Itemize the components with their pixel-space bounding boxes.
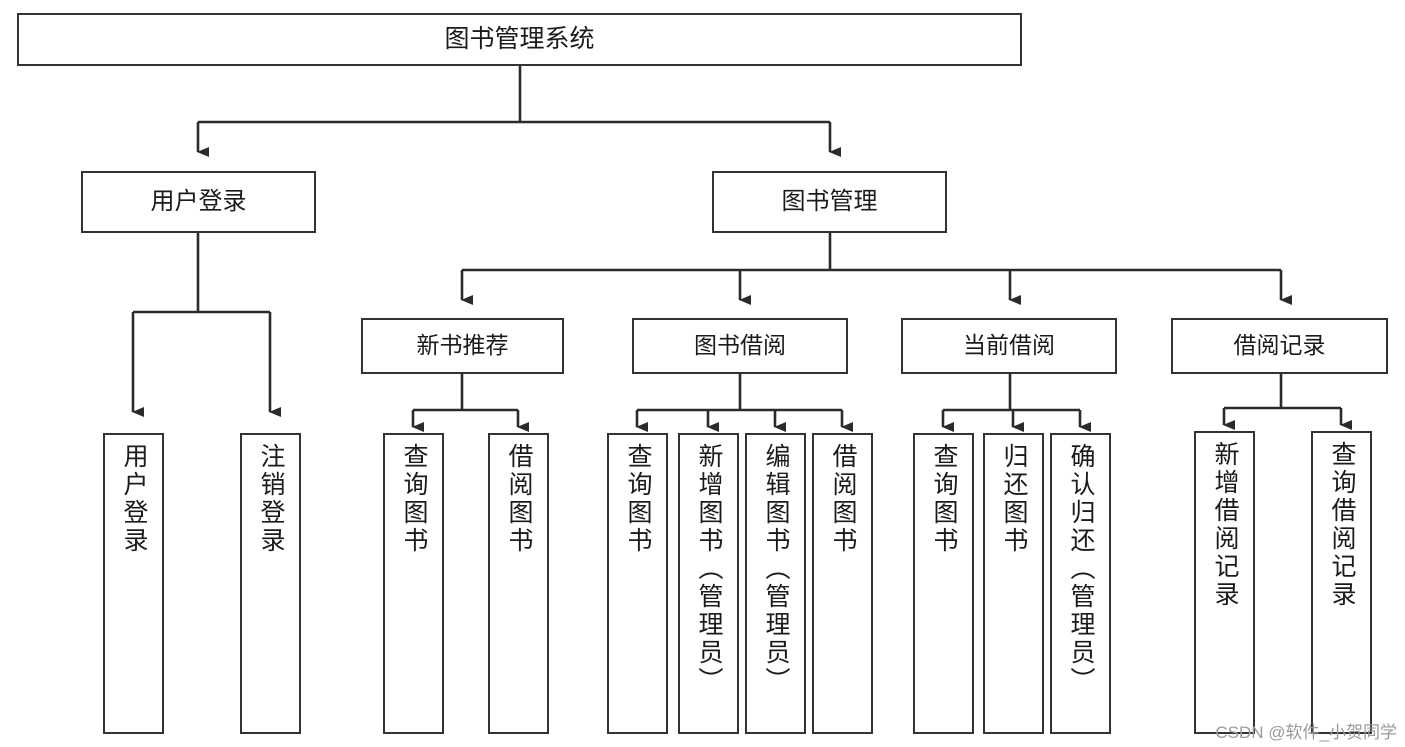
leaf-label: 新增图书（管理员） [695, 443, 723, 695]
leaf-book-borrow-add[interactable]: 新增图书（管理员） [678, 433, 739, 734]
node-current-borrow[interactable]: 当前借阅 [901, 318, 1117, 374]
leaf-current-borrow-query[interactable]: 查询图书 [913, 433, 974, 734]
leaf-book-borrow-query[interactable]: 查询图书 [607, 433, 668, 734]
leaf-label: 编辑图书（管理员） [762, 443, 790, 695]
leaf-label: 查询图书 [624, 443, 652, 555]
node-book-management[interactable]: 图书管理 [712, 171, 947, 233]
node-new-book-recommend[interactable]: 新书推荐 [361, 318, 564, 374]
node-borrow-record-label: 借阅记录 [1233, 332, 1326, 359]
leaf-label: 查询借阅记录 [1328, 441, 1356, 609]
leaf-label: 用户登录 [120, 443, 148, 555]
node-new-book-recommend-label: 新书推荐 [416, 332, 509, 359]
node-book-borrow[interactable]: 图书借阅 [632, 318, 848, 374]
node-current-borrow-label: 当前借阅 [963, 332, 1055, 359]
leaf-book-borrow-edit[interactable]: 编辑图书（管理员） [745, 433, 806, 734]
leaf-label: 新增借阅记录 [1211, 441, 1239, 609]
node-book-borrow-label: 图书借阅 [694, 332, 786, 359]
leaf-current-borrow-return[interactable]: 归还图书 [983, 433, 1044, 734]
node-root[interactable]: 图书管理系统 [17, 13, 1022, 66]
leaf-borrow-record-query[interactable]: 查询借阅记录 [1311, 431, 1372, 734]
leaf-label: 查询图书 [930, 443, 958, 555]
node-root-label: 图书管理系统 [444, 24, 595, 53]
leaf-label: 归还图书 [1000, 443, 1028, 555]
node-user-login[interactable]: 用户登录 [81, 171, 316, 233]
leaf-label: 查询图书 [400, 443, 428, 555]
leaf-label: 确认归还（管理员） [1067, 443, 1095, 695]
node-book-management-label: 图书管理 [781, 187, 878, 215]
watermark: CSDN @软件_小贺同学 [1215, 723, 1397, 742]
leaf-user-login-signout[interactable]: 注销登录 [240, 433, 301, 734]
node-user-login-label: 用户登录 [150, 187, 247, 215]
leaf-label: 注销登录 [257, 443, 285, 555]
leaf-label: 借阅图书 [505, 443, 533, 555]
node-borrow-record[interactable]: 借阅记录 [1171, 318, 1388, 374]
leaf-current-borrow-confirm-return[interactable]: 确认归还（管理员） [1050, 433, 1111, 734]
leaf-new-book-borrow[interactable]: 借阅图书 [488, 433, 549, 734]
leaf-borrow-record-add[interactable]: 新增借阅记录 [1194, 431, 1255, 734]
leaf-label: 借阅图书 [829, 443, 857, 555]
leaf-book-borrow-borrow[interactable]: 借阅图书 [812, 433, 873, 734]
leaf-user-login-signin[interactable]: 用户登录 [103, 433, 164, 734]
leaf-new-book-query[interactable]: 查询图书 [383, 433, 444, 734]
